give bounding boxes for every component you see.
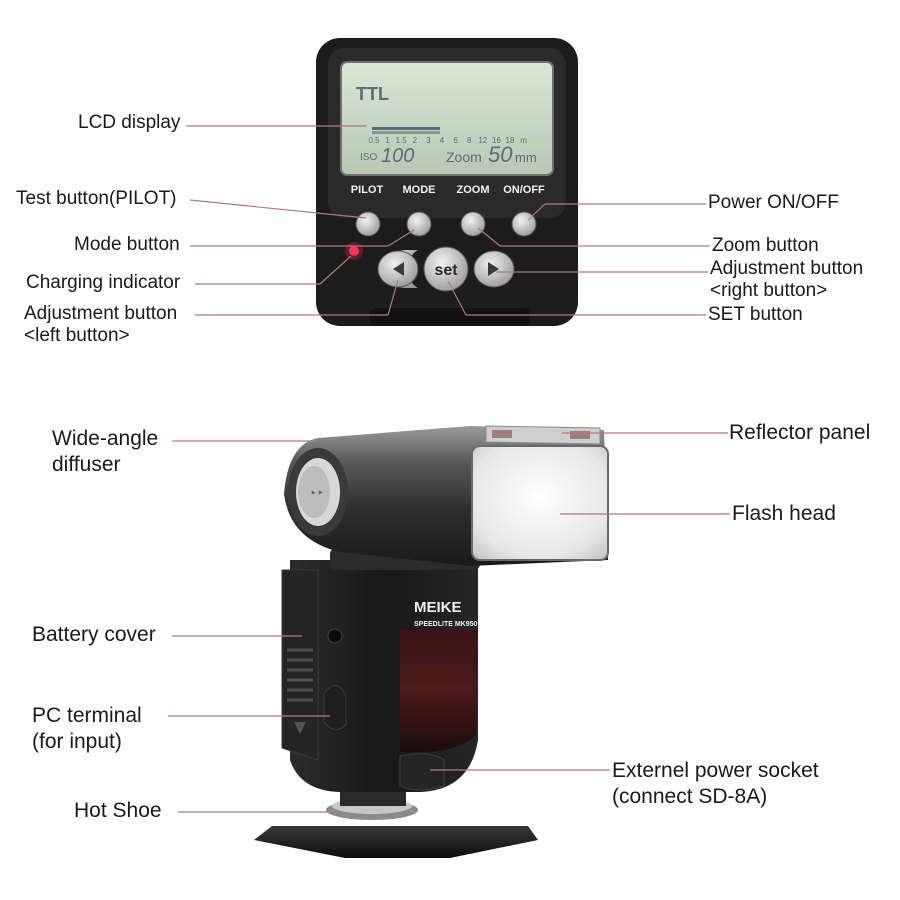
label-adjust-right-line1: Adjustment button (710, 258, 864, 279)
label-lcd-display: LCD display (78, 112, 181, 133)
label-adjust-left: Adjustment button <left button> (24, 303, 177, 347)
lcd-scale-value: 16 (492, 136, 501, 145)
model-text: SPEEDLITE MK950 (414, 621, 478, 628)
label-pc-terminal-line1: PC terminal (32, 704, 142, 727)
lcd-scale-value: 18 (506, 136, 515, 145)
label-hot-shoe: Hot Shoe (74, 799, 162, 822)
leader-pilot (189, 199, 367, 219)
label-adjust-left-line2: <left button> (24, 325, 130, 346)
mode-label: MODE (403, 184, 436, 196)
label-set-button: SET button (708, 304, 803, 325)
lcd-scale-value: 0.5 (368, 136, 380, 145)
lcd-mode: TTL (356, 84, 389, 104)
label-ext-power-line1: Externel power socket (612, 759, 819, 782)
pc-terminal-port (327, 628, 343, 644)
pilot-button[interactable] (355, 211, 381, 237)
lcd-scale-value: 6 (453, 136, 458, 145)
label-charging-indicator: Charging indicator (26, 272, 181, 293)
zoom-button[interactable] (460, 211, 486, 237)
lcd-iso-label: ISO (360, 152, 377, 163)
label-zoom-button: Zoom button (712, 235, 819, 256)
label-wide-angle-line1: Wide-angle (52, 427, 159, 450)
dial-arrow-icon: ‣‣ (310, 486, 324, 500)
lcd-zoom-value: 50 (488, 142, 513, 167)
label-adjust-left-line1: Adjustment button (24, 303, 178, 324)
lcd-iso-value: 100 (381, 145, 414, 167)
charging-led (349, 246, 359, 256)
right-arrow-icon (488, 262, 499, 276)
label-wide-angle-line2: diffuser (52, 453, 121, 476)
lcd-scale-value: 2 (413, 136, 418, 145)
leader-lines (168, 125, 730, 813)
brand-logo: MEIKE (414, 599, 462, 616)
label-pc-terminal-line2: (for input) (32, 730, 122, 753)
left-arrow-icon (393, 262, 404, 276)
lcd-scale-value: 1.5 (396, 136, 408, 145)
reflector-panel (485, 425, 601, 445)
lcd-scale-value: 3 (426, 136, 431, 145)
lcd-scale-value: m (520, 136, 527, 145)
battery-cover-panel (281, 569, 319, 761)
external-power-socket (399, 753, 445, 791)
label-ext-power-line2: (connect SD-8A) (612, 785, 768, 808)
af-assist-window (400, 630, 478, 752)
lcd-scale-value: 1 (385, 136, 390, 145)
hot-shoe-foot (254, 826, 538, 858)
flash-head-window (471, 445, 609, 561)
pilot-label: PILOT (351, 184, 384, 196)
label-mode-button: Mode button (74, 234, 180, 255)
label-reflector: Reflector panel (729, 421, 871, 444)
label-battery-cover: Battery cover (32, 623, 156, 646)
lcd-scale-value: 4 (440, 136, 445, 145)
zoom-label: ZOOM (457, 184, 490, 196)
label-flash-head: Flash head (732, 502, 836, 525)
set-label: set (434, 262, 458, 279)
set-button[interactable] (423, 246, 469, 292)
onoff-label: ON/OFF (503, 184, 545, 196)
label-pc-terminal: PC terminal (for input) (32, 703, 142, 755)
lcd-zoom-label: Zoom (446, 149, 482, 165)
label-ext-power: Externel power socket (connect SD-8A) (612, 758, 819, 810)
flash-unit: MEIKE SPEEDLITE MK950 ‣‣ (254, 425, 609, 858)
label-test-button: Test button(PILOT) (16, 188, 177, 209)
pc-terminal-cover (323, 685, 347, 730)
label-adjust-right: Adjustment button <right button> (710, 258, 863, 302)
lcd-zoom-unit: mm (515, 150, 537, 165)
label-wide-angle: Wide-angle diffuser (52, 426, 158, 478)
battery-arrow-icon (294, 722, 306, 734)
lcd-scale-value: 12 (478, 136, 487, 145)
lcd-scale-value: 8 (467, 136, 472, 145)
label-adjust-right-line2: <right button> (710, 280, 828, 301)
label-power: Power ON/OFF (708, 192, 839, 213)
